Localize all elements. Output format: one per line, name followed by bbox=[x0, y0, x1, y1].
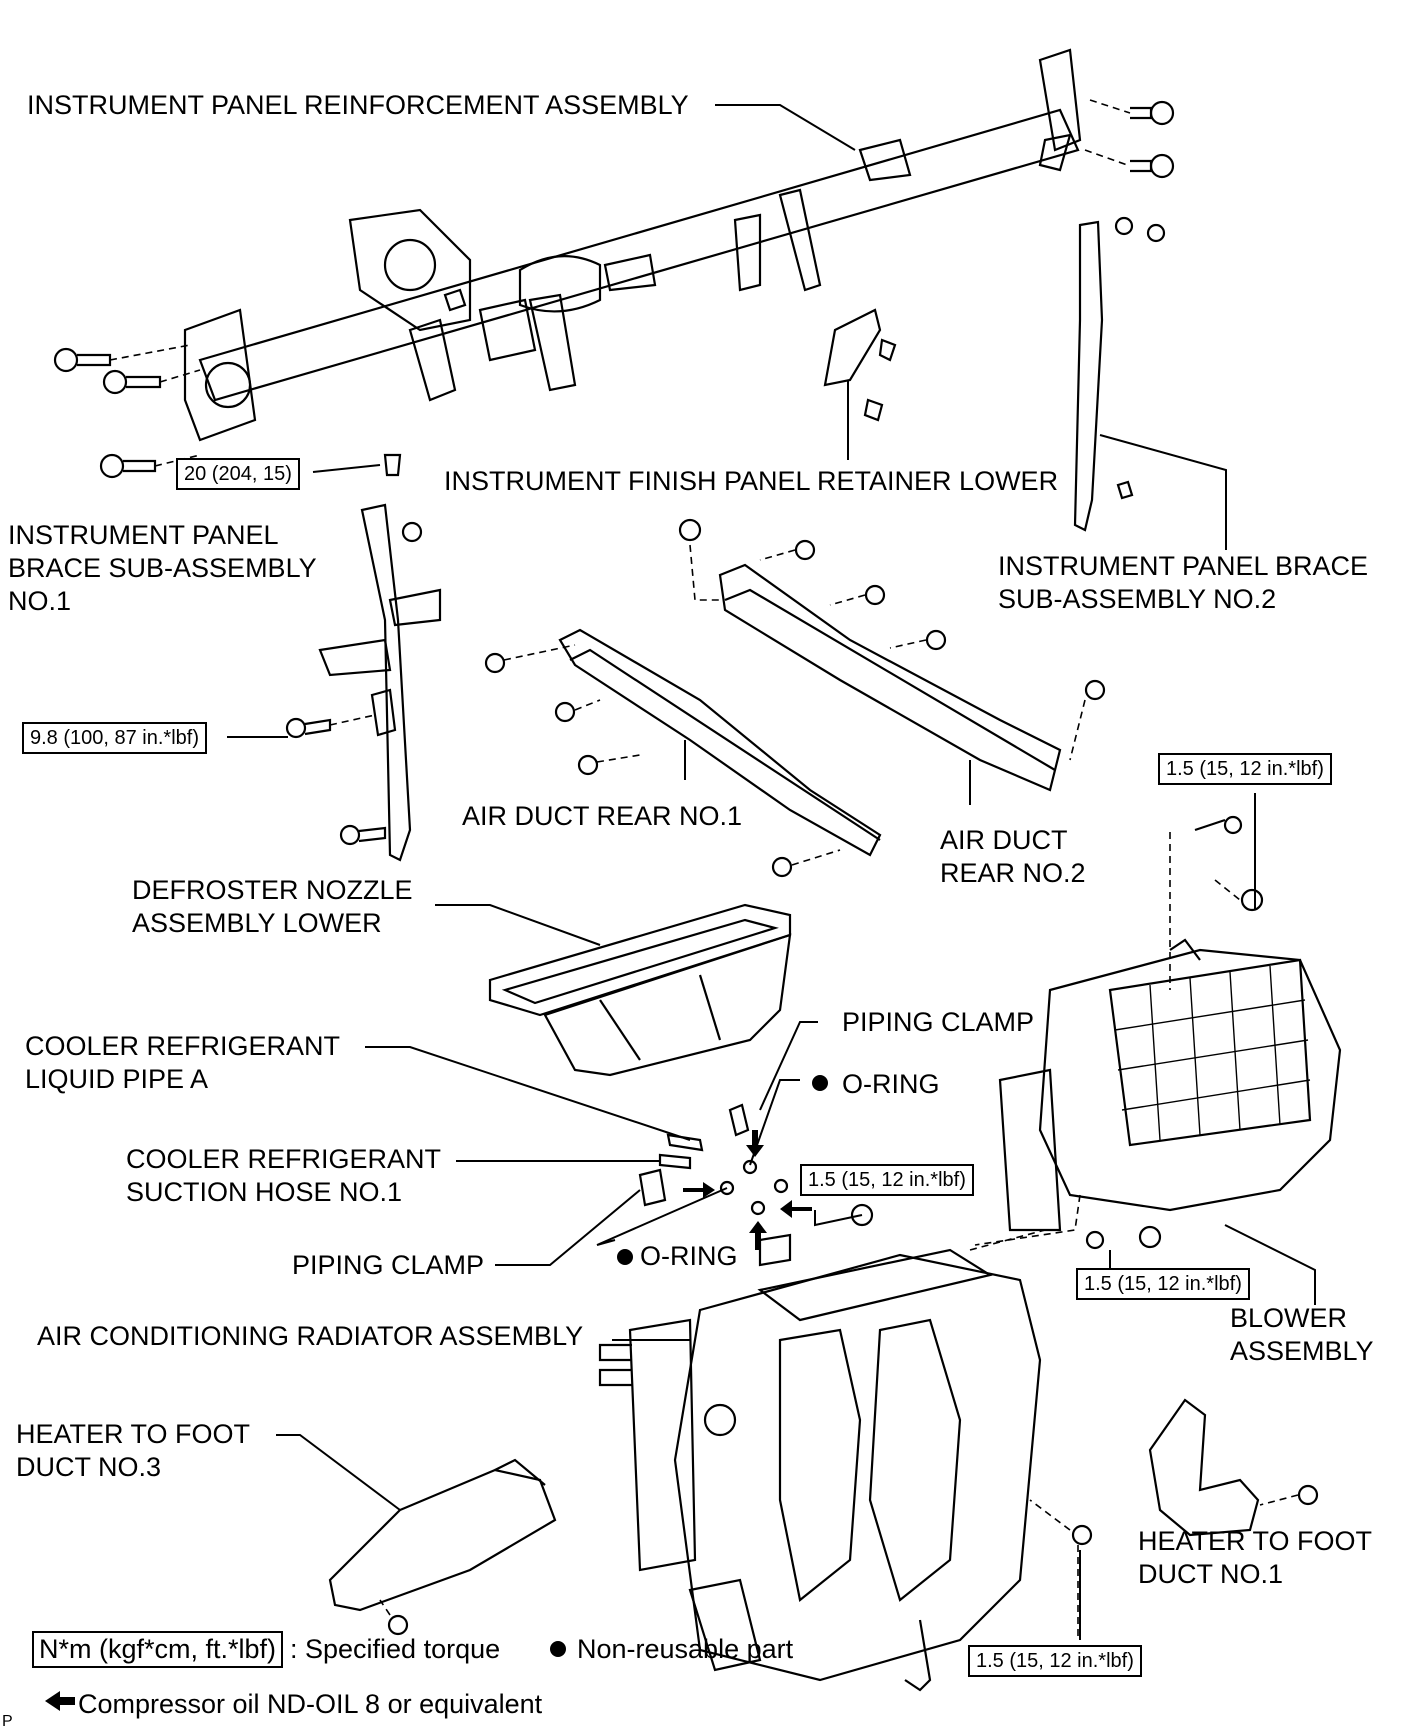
foot-duct-no1-drawing bbox=[1148, 1398, 1319, 1537]
bolts-left-group bbox=[53, 288, 467, 479]
oil-arrow-icon bbox=[45, 1691, 75, 1711]
torque-box-radiator: 1.5 (15, 12 in.*lbf) bbox=[968, 1645, 1142, 1677]
oring-dot-top-icon bbox=[812, 1075, 828, 1091]
defroster-nozzle-drawing bbox=[488, 903, 792, 1077]
label-blower-line2: ASSEMBLY bbox=[1230, 1336, 1374, 1366]
label-foot-duct3-line2: DUCT NO.3 bbox=[16, 1452, 162, 1482]
instrument-panel-reinforcement-drawing bbox=[183, 48, 1082, 442]
corner-letter: P bbox=[2, 1713, 13, 1730]
torque-box-9-8: 9.8 (100, 87 in.*lbf) bbox=[22, 722, 207, 754]
label-brace-no1-line1: INSTRUMENT PANEL bbox=[8, 520, 279, 550]
torque-box-20: 20 (204, 15) bbox=[176, 458, 300, 490]
legend-torque-text: : Specified torque bbox=[290, 1634, 501, 1664]
label-foot-duct1-line1: HEATER TO FOOT bbox=[1138, 1526, 1373, 1556]
air-duct-rear-no2-drawing bbox=[678, 518, 1106, 792]
label-brace-no2-line2: SUB-ASSEMBLY NO.2 bbox=[998, 584, 1277, 614]
torque-box-mid: 1.5 (15, 12 in.*lbf) bbox=[800, 1164, 974, 1196]
ac-radiator-assembly-drawing bbox=[598, 1229, 1093, 1692]
label-brace-no2-line1: INSTRUMENT PANEL BRACE bbox=[998, 551, 1369, 581]
oring-dot-bottom-icon bbox=[617, 1249, 633, 1265]
torque-box-blower-bottom: 1.5 (15, 12 in.*lbf) bbox=[1076, 1268, 1250, 1300]
label-piping-clamp-bottom: PIPING CLAMP bbox=[292, 1250, 485, 1280]
finish-panel-retainer-drawing bbox=[823, 308, 882, 387]
legend-oil-text: Compressor oil ND-OIL 8 or equivalent bbox=[78, 1689, 543, 1719]
bolts-right-group bbox=[863, 99, 1175, 422]
label-finish-panel-retainer: INSTRUMENT FINISH PANEL RETAINER LOWER bbox=[444, 466, 1059, 496]
non-reusable-dot-icon bbox=[550, 1641, 566, 1657]
label-piping-clamp-top: PIPING CLAMP bbox=[842, 1007, 1035, 1037]
label-suction-hose-line2: SUCTION HOSE NO.1 bbox=[126, 1177, 403, 1207]
label-foot-duct3-line1: HEATER TO FOOT bbox=[16, 1419, 251, 1449]
leader-lines bbox=[227, 104, 1316, 1640]
legend-non-reusable-text: Non-reusable part bbox=[577, 1634, 794, 1664]
label-ip-reinforcement: INSTRUMENT PANEL REINFORCEMENT ASSEMBLY bbox=[27, 90, 689, 120]
label-defroster-line2: ASSEMBLY LOWER bbox=[132, 908, 382, 938]
label-air-duct-rear-no1: AIR DUCT REAR NO.1 bbox=[462, 801, 743, 831]
brace-no1-drawing bbox=[285, 503, 442, 862]
label-brace-no1-line2: BRACE SUB-ASSEMBLY bbox=[8, 553, 317, 583]
foot-duct-no3-drawing bbox=[328, 1458, 557, 1636]
air-duct-rear-no1-drawing bbox=[484, 628, 882, 878]
label-oring-top: O-RING bbox=[842, 1069, 940, 1099]
label-foot-duct1-line2: DUCT NO.1 bbox=[1138, 1559, 1284, 1589]
label-air-duct-rear-no2-line1: AIR DUCT bbox=[940, 825, 1068, 855]
brace-no2-drawing bbox=[1073, 220, 1104, 532]
label-defroster-line1: DEFROSTER NOZZLE bbox=[132, 875, 413, 905]
label-liquid-pipe-line2: LIQUID PIPE A bbox=[25, 1064, 209, 1094]
label-liquid-pipe-line1: COOLER REFRIGERANT bbox=[25, 1031, 341, 1061]
label-ac-radiator: AIR CONDITIONING RADIATOR ASSEMBLY bbox=[37, 1321, 584, 1351]
label-brace-no1-line3: NO.1 bbox=[8, 586, 72, 616]
legend-torque-unit-box: N*m (kgf*cm, ft.*lbf) bbox=[32, 1631, 284, 1668]
label-oring-bottom: O-RING bbox=[640, 1241, 738, 1271]
label-air-duct-rear-no2-line2: REAR NO.2 bbox=[940, 858, 1086, 888]
label-blower-line1: BLOWER bbox=[1230, 1303, 1348, 1333]
label-suction-hose-line1: COOLER REFRIGERANT bbox=[126, 1144, 442, 1174]
refrigerant-fittings-drawing bbox=[638, 1103, 812, 1250]
torque-box-blower-top: 1.5 (15, 12 in.*lbf) bbox=[1158, 753, 1332, 785]
